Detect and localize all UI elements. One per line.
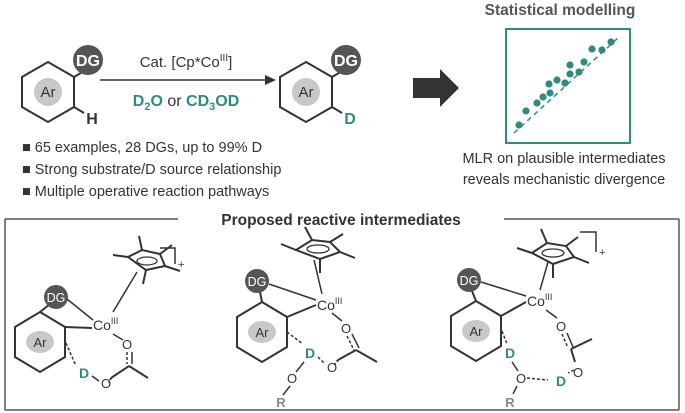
ar-label-sm: Ar: [41, 84, 56, 101]
d-label-3b: D: [556, 373, 566, 389]
scatter-point: [598, 46, 606, 54]
d-label-1: D: [79, 365, 89, 381]
stats-caption-line2: reveals mechanistic divergence: [463, 172, 665, 188]
intermediates-frame: [4, 218, 680, 411]
scatter-points: [515, 38, 615, 129]
r-label-2: R: [276, 395, 286, 410]
o-label-1b: O: [101, 376, 111, 391]
dg-label-3: DG: [460, 274, 479, 288]
big-arrow-icon: [413, 69, 459, 107]
co-label-3: CoIII: [527, 292, 552, 309]
dg-label-1: DG: [47, 291, 66, 305]
d-bond-pr: [331, 106, 343, 114]
ar-label-3: Ar: [470, 324, 484, 339]
catalyst-label: Cat. [Cp*CoIII]: [140, 53, 233, 71]
scatter-point: [566, 61, 574, 69]
scatter-point: [607, 38, 615, 46]
product: Ar DG D: [279, 45, 361, 128]
dg-circle-pr: [331, 45, 361, 75]
charge-1: +: [178, 259, 184, 271]
dg-label-2: DG: [248, 275, 267, 289]
scatter-point: [575, 68, 583, 76]
cp-ring-1: [126, 248, 167, 272]
dg-circle-3: [457, 268, 481, 292]
o-label-2b: O: [327, 360, 337, 375]
starting-material: Ar DG H: [21, 45, 103, 128]
scatter-point: [515, 121, 523, 129]
dg-circle-sm: [73, 45, 103, 75]
intermediate-2: Ar DG CoIII O O D O R: [236, 226, 378, 410]
stats-title: Statistical modelling: [485, 2, 636, 19]
cp-ring-3: [530, 241, 576, 266]
o-label-3a: O: [556, 319, 566, 334]
cp-ring-2: [293, 238, 342, 261]
arene-circle-sm: [34, 78, 62, 106]
bullet-1: ■65 examples, 28 DGs, up to 99% D: [22, 140, 262, 156]
h-label-sm: H: [86, 111, 98, 128]
ar-label-pr: Ar: [299, 84, 314, 101]
bracket-1: [160, 247, 176, 264]
scatter-point: [580, 58, 588, 66]
intermediate-1: Ar DG CoIII + O O D: [14, 235, 184, 391]
co-label-1: CoIII: [93, 316, 118, 333]
bullet-2: ■Strong substrate/D source relationship: [22, 162, 281, 178]
o-label-3b: O: [573, 365, 583, 380]
r-label-3: R: [505, 395, 515, 410]
scatter-point: [561, 79, 569, 87]
scatter-point: [588, 45, 596, 53]
o-label-2c: O: [287, 371, 297, 386]
arene-circle-3: [462, 320, 490, 342]
scatter-point: [522, 107, 530, 115]
scatter-point: [533, 99, 541, 107]
cp-co-bond-1: [112, 271, 138, 313]
o-label-2a: O: [341, 321, 351, 336]
scatter-point: [539, 93, 547, 101]
intermediates-title: Proposed reactive intermediates: [221, 212, 461, 229]
reaction-arrow: [100, 75, 276, 85]
arene-circle-pr: [292, 78, 320, 106]
dg-label-pr: DG: [334, 53, 358, 70]
regression-line: [513, 37, 619, 134]
bullet-list: ■65 examples, 28 DGs, up to 99% D ■Stron…: [22, 140, 281, 200]
d-label-2: D: [305, 345, 315, 361]
dg-circle-1: [44, 285, 68, 309]
stats-plot-box: [505, 28, 631, 144]
scatter-point: [546, 89, 554, 97]
o-label-1a: O: [122, 337, 132, 352]
d-source-label: D2O or CD3OD: [133, 93, 240, 113]
d-label-3a: D: [505, 345, 515, 361]
intermediate-3: Ar DG CoIII + O O D O D R: [450, 228, 605, 410]
bracket-3: [580, 231, 597, 252]
stats-caption-line1: MLR on plausible intermediates: [462, 151, 665, 167]
scatter-point: [545, 80, 553, 88]
arene-circle-2: [248, 321, 276, 343]
arene-circle-1: [26, 331, 54, 353]
scatter-point: [553, 76, 561, 84]
co-label-2: CoIII: [317, 296, 342, 313]
ar-label-1: Ar: [34, 335, 48, 350]
dg-label-sm: DG: [76, 53, 100, 70]
o-label-3c: O: [516, 371, 526, 386]
d-label-pr: D: [344, 111, 356, 128]
bullet-3: ■Multiple operative reaction pathways: [22, 184, 269, 200]
ar-label-2: Ar: [256, 325, 270, 340]
charge-3: +: [599, 247, 605, 259]
h-bond-sm: [73, 106, 85, 114]
dg-circle-2: [245, 269, 269, 293]
scatter-point: [566, 70, 574, 78]
